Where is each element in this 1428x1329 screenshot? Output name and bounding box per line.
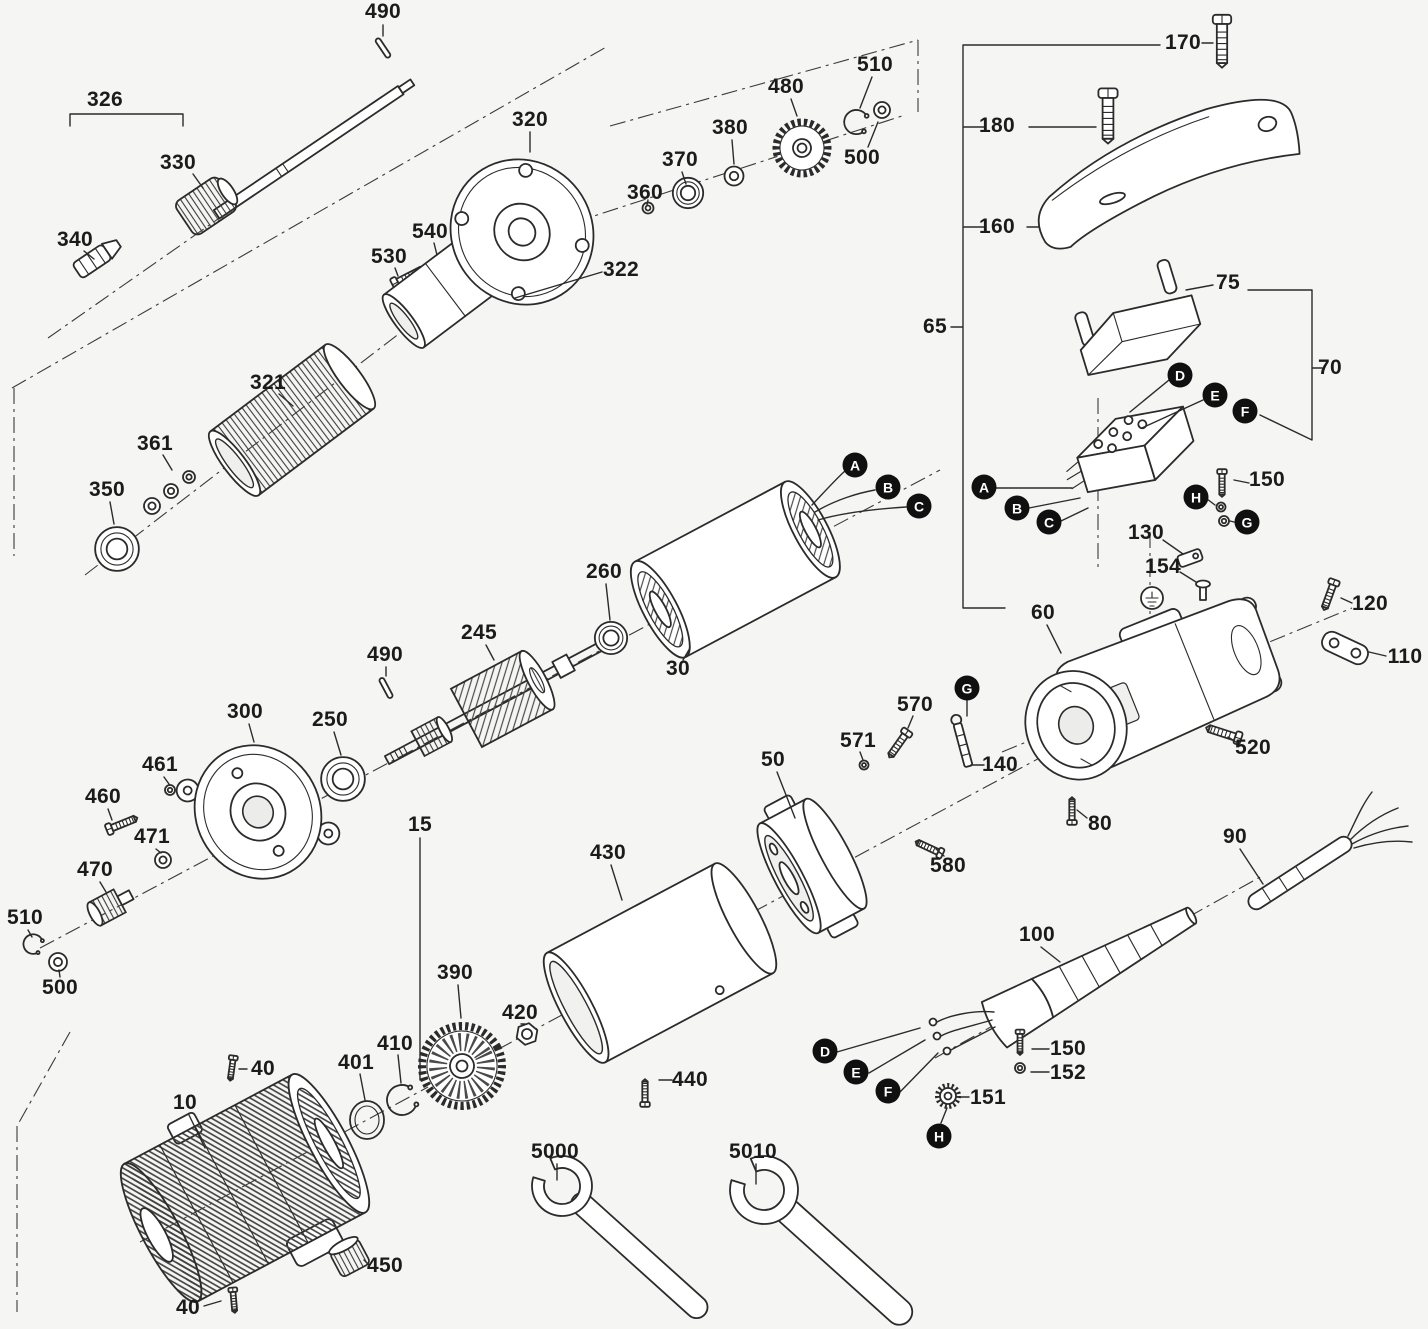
earth-symbol (1140, 586, 1164, 610)
screw-150-lower (1015, 1029, 1025, 1056)
washer-500-top (873, 101, 891, 119)
collet-nut-330 (175, 176, 239, 236)
armature-245 (383, 635, 617, 765)
screw-180 (1097, 87, 1119, 145)
snap-ring-510-top (841, 107, 871, 137)
star-washer-151 (935, 1083, 961, 1109)
bearing-bracket-300 (175, 744, 341, 880)
end-shield-50 (756, 794, 868, 939)
wrench-5010 (729, 1155, 914, 1326)
rivet-154 (1195, 579, 1211, 601)
wrench-5000 (531, 1155, 709, 1320)
leader-lines (27, 24, 1387, 1307)
screw-580 (912, 836, 946, 860)
washer-461 (164, 784, 176, 796)
cord-wires (928, 1010, 996, 1056)
gear-480 (772, 118, 832, 178)
cord-grip-100 (980, 906, 1198, 1049)
switch-70 (1066, 405, 1195, 494)
washer-150-h (1216, 502, 1226, 512)
screw-40-bottom (227, 1286, 240, 1314)
bearing-350 (94, 526, 140, 572)
cable-90 (1247, 791, 1413, 911)
washer-571 (859, 760, 869, 770)
collet-340 (72, 239, 122, 279)
pin-490-mid (378, 677, 394, 699)
damper-450 (328, 1236, 370, 1277)
washer-500-bottom (48, 952, 68, 972)
fan-390 (418, 1022, 506, 1110)
sleeve-321 (207, 343, 377, 497)
pinion-470 (86, 888, 135, 927)
bearing-flange-320 (381, 158, 595, 349)
screw-440 (639, 1078, 651, 1108)
screw-80 (1066, 796, 1078, 826)
washer-150-g (1218, 515, 1230, 527)
screw-520 (1203, 720, 1244, 746)
washer-361-c (182, 470, 196, 484)
bearing-370 (672, 177, 704, 209)
washer-152 (1014, 1062, 1026, 1074)
motor-housing-10 (119, 1073, 371, 1303)
washer-361-b (163, 483, 179, 499)
nut-420 (515, 1022, 539, 1046)
screw-120 (1318, 577, 1341, 613)
washer-471 (154, 851, 172, 869)
brush-140 (950, 713, 974, 768)
bearing-250 (320, 756, 366, 802)
switch-support-75 (1074, 259, 1202, 376)
washer-361-a (143, 497, 161, 515)
screw-150-upper (1216, 468, 1228, 498)
screw-170 (1211, 13, 1233, 69)
spindle-shaft-326 (212, 78, 416, 220)
field-sleeve-430 (542, 862, 778, 1064)
snap-ring-510-bottom (19, 930, 46, 958)
clamp-110 (1321, 630, 1369, 666)
washer-380 (723, 165, 745, 187)
handle-cover-160 (1037, 98, 1301, 250)
screw-570 (883, 726, 914, 762)
pin-490-top (374, 37, 392, 59)
bearing-260 (594, 621, 628, 655)
washer-360 (642, 202, 654, 214)
screw-40-top (225, 1054, 239, 1082)
insulator-130 (1176, 548, 1204, 568)
snap-ring-410 (386, 1084, 420, 1116)
gear-housing-60 (1024, 596, 1283, 781)
stator-30 (629, 480, 841, 659)
ring-401 (349, 1100, 385, 1140)
